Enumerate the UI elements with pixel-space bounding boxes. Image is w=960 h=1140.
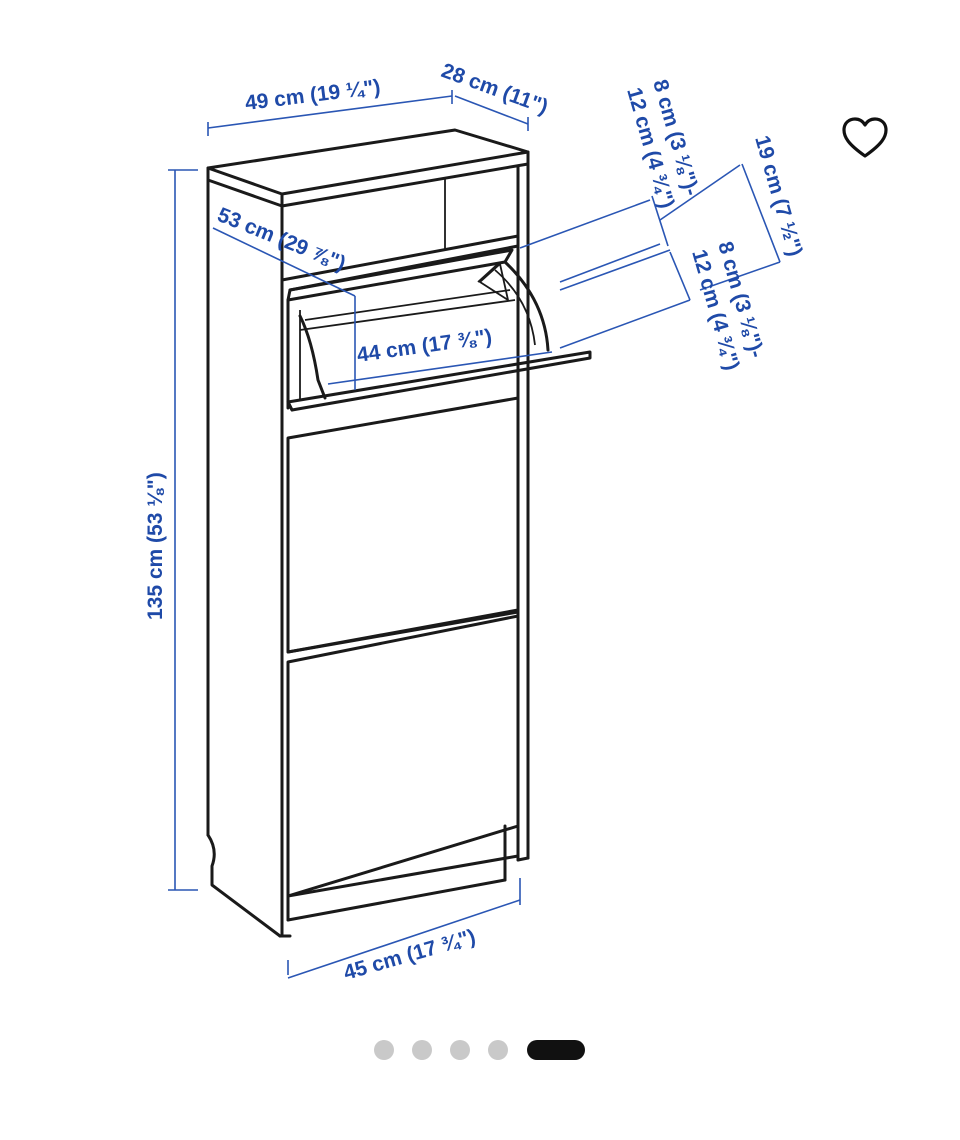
- dim-slot-depth: 19 cm (7 ½"): [750, 133, 806, 259]
- dimension-lines: [168, 90, 781, 979]
- dim-top-depth: 28 cm (11"): [438, 59, 551, 119]
- carousel-dot-4[interactable]: [488, 1040, 508, 1060]
- dim-height: 135 cm (53 ⅛"): [144, 472, 167, 620]
- dim-inner-width: 44 cm (17 ⅜"): [355, 325, 493, 367]
- dim-bottom-width: 45 cm (17 ¾"): [341, 925, 478, 985]
- carousel-dot-1[interactable]: [374, 1040, 394, 1060]
- carousel-pagination: [0, 1038, 960, 1062]
- carousel-dot-5-active[interactable]: [527, 1040, 585, 1060]
- favorite-button[interactable]: [838, 112, 892, 166]
- carousel-dot-2[interactable]: [412, 1040, 432, 1060]
- heart-outline-icon: [842, 117, 888, 158]
- dim-top-width: 49 cm (19 ¼"): [244, 76, 382, 115]
- carousel-dot-3[interactable]: [450, 1040, 470, 1060]
- shoe-cabinet-drawing: [206, 128, 592, 938]
